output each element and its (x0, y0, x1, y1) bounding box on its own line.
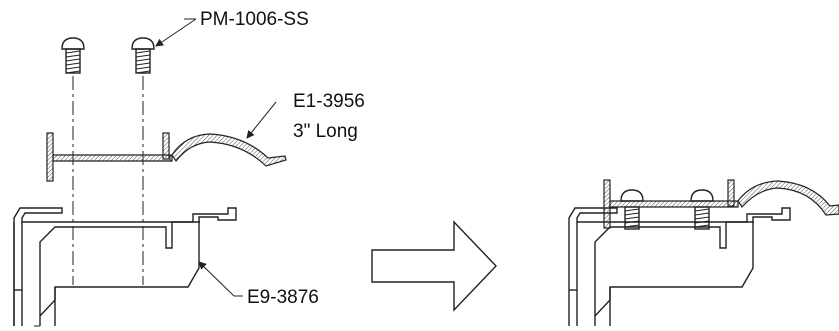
assembled-screw-left-icon (620, 189, 644, 230)
exploded-assembly: PM-1006-SS E1-3956 3" Long E9-3876 (13, 9, 365, 327)
assembled-base-extrusion (568, 207, 791, 326)
extrusion-leader (198, 261, 235, 297)
assembled-screw-right-icon (690, 189, 714, 230)
screw-left-icon (61, 37, 85, 74)
screw-right-icon (131, 37, 155, 74)
cap-extrusion (46, 132, 287, 182)
cap-part-label: E1-3956 (293, 91, 365, 112)
extrusion-label: E9-3876 (247, 287, 319, 308)
block-arrow-right-icon (371, 220, 497, 312)
cap-length-label: 3" Long (293, 121, 358, 142)
screw-label: PM-1006-SS (200, 9, 309, 30)
screw-leader (155, 18, 197, 47)
cap-leader (246, 101, 277, 139)
assembled-view (568, 179, 839, 326)
base-extrusion (13, 207, 237, 327)
